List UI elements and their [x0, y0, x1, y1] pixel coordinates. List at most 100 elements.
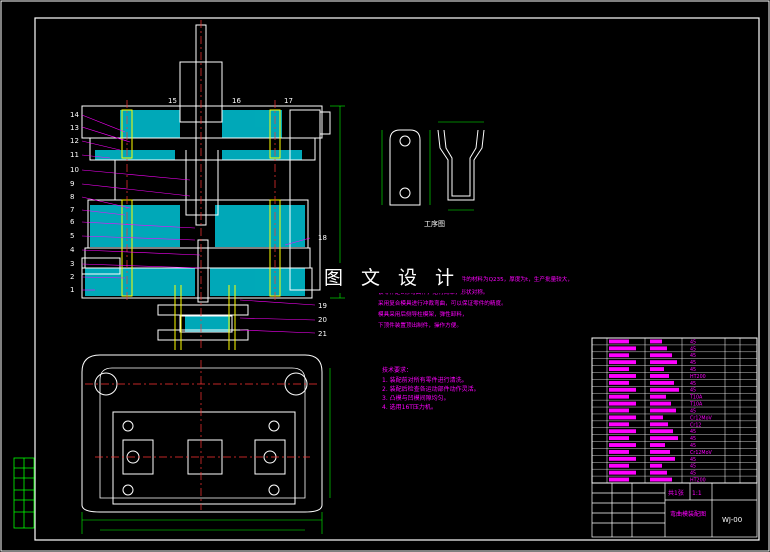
bom-material: T10A	[689, 395, 703, 401]
bom-material: 45	[690, 388, 696, 394]
note-line: 下顶件装置顶出制件，操作方便。	[378, 321, 462, 329]
bom-material: 45	[690, 367, 696, 373]
bom-spec-cell	[650, 422, 668, 427]
bom-material: 45	[690, 464, 696, 470]
bom-material: Cr12MoV	[690, 415, 712, 421]
bom-material: 45	[690, 408, 696, 414]
tech-note: 4. 选用16T压力机。	[382, 403, 437, 411]
bom-spec-cell	[650, 387, 679, 392]
bom-material: Cr12MoV	[690, 450, 712, 456]
bill-of-materials: 4545454545HT2004545T10AT10A45Cr12MoVCr12…	[591, 337, 758, 484]
title-scale: 1:1	[692, 490, 702, 497]
binding-strip	[13, 457, 35, 529]
bom-spec-cell	[650, 443, 665, 447]
tech-title: 技术要求：	[382, 366, 412, 374]
assembly-section-view	[81, 20, 345, 350]
part-label: 20	[318, 316, 327, 324]
bom-spec-cell	[650, 477, 672, 482]
bom-spec-cell	[650, 374, 669, 378]
bom-spec-cell	[650, 456, 675, 461]
bom-spec-cell	[650, 470, 667, 475]
part-label: 17	[284, 97, 293, 105]
part-label: 9	[70, 180, 74, 188]
plan-view	[81, 354, 331, 534]
bom-name-cell	[609, 436, 629, 441]
bom-spec-cell	[650, 367, 664, 372]
part-label: 19	[318, 302, 327, 310]
bom-name-cell	[609, 470, 636, 475]
bom-name-cell	[609, 449, 629, 454]
bom-material: 45	[690, 457, 696, 463]
part-label: 15	[168, 97, 177, 105]
part-label: 8	[70, 193, 74, 201]
part-label: 5	[70, 232, 74, 240]
bom-name-cell	[609, 443, 636, 447]
part-label: 13	[70, 124, 79, 132]
bom-spec-cell	[650, 449, 670, 454]
bom-name-cell	[609, 429, 636, 434]
bom-material: 45	[690, 339, 696, 345]
bom-name-cell	[609, 408, 629, 413]
bom-name-cell	[609, 415, 636, 420]
bom-spec-cell	[650, 346, 667, 351]
bom-spec-cell	[650, 339, 662, 344]
bom-name-cell	[609, 422, 629, 427]
part-label: 2	[70, 273, 74, 281]
bom-name-cell	[609, 353, 629, 358]
bom-material: 45	[690, 360, 696, 366]
bom-name-cell	[609, 463, 629, 468]
bom-material: HT200	[690, 374, 706, 380]
part-label: 4	[70, 246, 75, 254]
note-line: 模具采用后侧导柱模架，弹性卸料，	[378, 310, 468, 318]
drawing-border	[34, 17, 760, 541]
title-block	[591, 482, 758, 538]
bom-material: Cr12	[690, 422, 701, 428]
bom-name-cell	[609, 339, 629, 344]
bom-spec-cell	[650, 360, 677, 365]
bom-material: 45	[690, 443, 696, 449]
part-label: 11	[70, 151, 79, 159]
part-label: 6	[70, 218, 75, 226]
part-label: 1	[70, 286, 74, 294]
part-label: 7	[70, 206, 74, 214]
bom-name-cell	[609, 360, 636, 365]
bom-material: 45	[690, 429, 696, 435]
part-label: 21	[318, 330, 327, 338]
bom-spec-cell	[650, 415, 663, 420]
workpiece-sketch	[381, 121, 485, 211]
watermark: 图 文 设 计	[322, 263, 462, 293]
bom-spec-cell	[650, 429, 673, 434]
drawing-title: 弯曲模装配图	[670, 510, 706, 518]
bom-spec-cell	[650, 394, 666, 399]
technical-requirements: 技术要求： 1. 装配前对所有零件进行清洗。 2. 装配后检查各运动部件动作灵活…	[382, 366, 480, 411]
bom-spec-cell	[650, 401, 671, 406]
workpiece-title: 工序图	[424, 219, 445, 228]
bom-name-cell	[609, 367, 629, 372]
bom-name-cell	[609, 374, 636, 378]
bom-name-cell	[609, 346, 636, 351]
part-label: 3	[70, 260, 74, 268]
tech-note: 2. 装配后检查各运动部件动作灵活。	[382, 385, 480, 393]
bom-material: 45	[690, 381, 696, 387]
bom-name-cell	[609, 387, 636, 392]
bom-name-cell	[609, 394, 629, 399]
drawing-number: WJ-00	[722, 516, 742, 524]
part-label: 18	[318, 234, 327, 242]
bom-material: T10A	[689, 402, 703, 408]
part-label: 10	[70, 166, 79, 174]
part-label: 16	[232, 97, 241, 105]
bom-material: HT200	[690, 478, 706, 484]
bom-name-cell	[609, 456, 636, 461]
note-line: 采用复合模具进行冲裁弯曲，可以保证零件的精度。	[378, 299, 507, 307]
part-number-labels: 14 13 12 11 10 9 8 7 6 5 4 3 2 1 15 16 1…	[70, 97, 327, 338]
tech-note: 3. 凸模与凹模间隙均匀。	[382, 394, 450, 402]
bom-spec-cell	[650, 353, 672, 358]
bom-spec-cell	[650, 463, 662, 468]
bom-name-cell	[609, 401, 636, 406]
bom-material: 45	[690, 471, 696, 477]
note-line: 零件的材料为Q235，厚度为t，生产批量较大，	[455, 275, 573, 283]
tech-note: 1. 装配前对所有零件进行清洗。	[382, 376, 468, 384]
bom-material: 45	[690, 346, 696, 352]
